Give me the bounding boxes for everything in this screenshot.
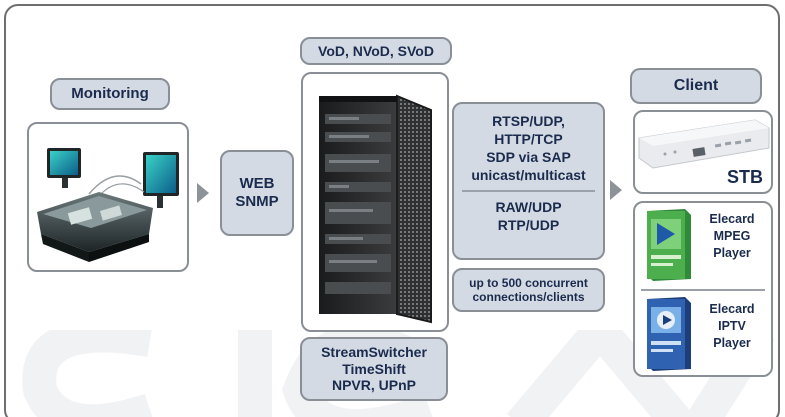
- protocol-line: unicast/multicast: [471, 167, 586, 183]
- protocol-line: HTTP/TCP: [494, 131, 563, 147]
- server-rack-icon: [319, 94, 432, 324]
- protocol-line: RTSP/UDP,: [492, 113, 565, 129]
- protocols-box: RTSP/UDP, HTTP/TCP SDP via SAP unicast/m…: [452, 102, 605, 260]
- software-box-icon: [647, 297, 691, 371]
- monitoring-image-box: [27, 122, 189, 272]
- protocol-line: SDP via SAP: [486, 149, 571, 165]
- monitoring-label: Monitoring: [50, 78, 170, 110]
- players-box: Elecard MPEG Player Elecard IPTV Player: [633, 201, 773, 377]
- player-mpeg-label: Elecard MPEG Player: [709, 212, 755, 260]
- stb-box: STB: [633, 110, 773, 194]
- vod-types-label: VoD, NVoD, SVoD: [300, 37, 452, 65]
- protocol-line: RTP/UDP: [497, 217, 560, 233]
- server-image-box: [301, 72, 449, 332]
- stb-label: STB: [727, 167, 763, 187]
- protocols-divider: [462, 190, 595, 192]
- protocol-line: RAW/UDP: [495, 199, 562, 215]
- player-iptv-label: Elecard IPTV Player: [709, 302, 755, 350]
- web-snmp-box: WEB SNMP: [220, 150, 294, 236]
- software-box-icon: [647, 209, 691, 281]
- flow-arrow: [197, 183, 209, 203]
- players-divider: [641, 289, 765, 291]
- server-features-label: StreamSwitcher TimeShift NPVR, UPnP: [300, 337, 448, 401]
- flow-arrow: [610, 180, 622, 200]
- set-top-box-icon: [638, 119, 770, 169]
- monitoring-console-icon: [37, 148, 179, 262]
- client-label: Client: [630, 68, 762, 104]
- connections-label: up to 500 concurrent connections/clients: [452, 268, 605, 312]
